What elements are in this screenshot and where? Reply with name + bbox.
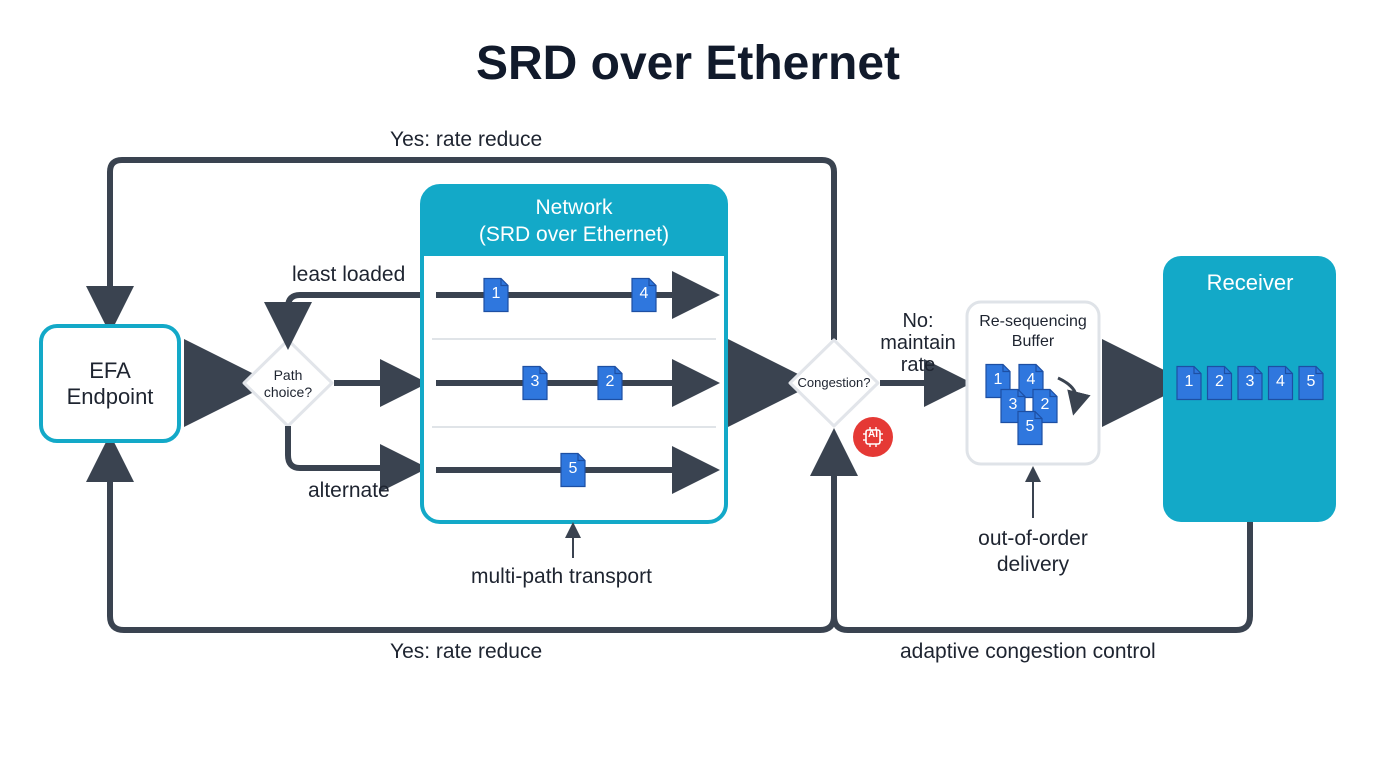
- ooo-line-1: out-of-order: [978, 527, 1088, 550]
- label-adaptive-congestion-control: adaptive congestion control: [900, 640, 1156, 663]
- receiver-packet-1-label: 1: [1184, 372, 1194, 390]
- buffer-packet-5: [1017, 410, 1043, 446]
- receiver-packet-3-fold: [1254, 366, 1262, 375]
- lane-2-packet-2: [597, 365, 623, 401]
- efa-endpoint-box: [39, 324, 181, 443]
- lane-1-packet-2-label: 4: [639, 284, 649, 302]
- buffer-packet-3-label: 3: [1008, 395, 1018, 413]
- receiver-packet-4-fold: [1284, 366, 1293, 375]
- buffer-packet-1-label: 1: [993, 370, 1003, 388]
- receiver-packet-1-fold: [1193, 366, 1201, 375]
- label-multi-path-transport: multi-path transport: [471, 565, 652, 588]
- lane-1-packet-1: [483, 277, 509, 313]
- buffer-title: Re-sequencing Buffer: [967, 312, 1099, 352]
- lane-1-packet-2: [631, 277, 657, 313]
- page-title: SRD over Ethernet: [475, 37, 901, 90]
- lane-1-packet-1-label: 1: [491, 284, 501, 302]
- network-line-1: Network: [535, 196, 613, 219]
- no-line-2: maintain: [880, 332, 956, 354]
- packet-layer: [483, 277, 1324, 488]
- lane-2-packet-1-fold: [539, 366, 547, 375]
- receiver-packet-1: [1176, 365, 1202, 401]
- feedback-loop-top: [86, 157, 837, 340]
- label-yes-rate-reduce-top: Yes: rate reduce: [390, 128, 543, 151]
- no-line-1: No:: [902, 310, 934, 332]
- lane-2-packet-1: [522, 365, 548, 401]
- feedback-loop-bottom: [86, 434, 837, 633]
- efa-line-2: Endpoint: [66, 384, 154, 409]
- ooo-line-2: delivery: [996, 553, 1070, 576]
- lane-2-packet-2-label: 2: [605, 372, 615, 390]
- label-out-of-order-delivery: out-of-order delivery: [960, 526, 1106, 578]
- lane-2-packet-1-label: 3: [530, 372, 540, 390]
- buffer-packet-5-fold: [1034, 411, 1042, 420]
- buffer-packet-3-fold: [1017, 389, 1025, 398]
- ai-chip-glyph: [863, 427, 883, 447]
- lane-2-packet-2-fold: [614, 366, 622, 375]
- receiver-packet-5: [1298, 365, 1324, 401]
- network-line-2: (SRD over Ethernet): [478, 223, 670, 246]
- buffer-packet-2-fold: [1035, 364, 1043, 373]
- label-least-loaded: least loaded: [292, 263, 406, 286]
- lane-3-packet-1: [560, 452, 586, 488]
- efa-endpoint-label: EFA Endpoint: [42, 358, 178, 410]
- label-yes-rate-reduce-bottom: Yes: rate reduce: [390, 640, 543, 663]
- reorder-curve-arrow: [1057, 376, 1091, 416]
- receiver-packet-5-label: 5: [1306, 372, 1316, 390]
- buffer-packet-4-label: 2: [1040, 395, 1050, 413]
- ai-chip-icon: AI: [853, 417, 893, 457]
- lane-3-packet-1-fold: [577, 453, 585, 462]
- receiver-packet-4: [1267, 365, 1294, 401]
- receiver-packet-3: [1237, 365, 1263, 401]
- receiver-packet-2-label: 2: [1215, 372, 1224, 390]
- receiver-packet-3-label: 3: [1245, 372, 1255, 390]
- congestion-diamond: [788, 338, 880, 428]
- buffer-packet-1-fold: [1002, 364, 1010, 373]
- buffer-line-2: Buffer: [1011, 333, 1055, 350]
- alternate-path-arrow: [285, 426, 428, 492]
- lane-1-packet-2-fold: [648, 278, 656, 287]
- path-choice-line-1: Path: [273, 367, 303, 383]
- receiver-packet-2-fold: [1223, 366, 1232, 375]
- lane-1-packet-1-fold: [500, 278, 508, 287]
- network-header: [422, 186, 726, 256]
- no-line-3: rate: [900, 354, 936, 376]
- path-choice-label: Path choice?: [244, 367, 332, 401]
- efa-line-1: EFA: [89, 358, 131, 383]
- label-alternate: alternate: [308, 479, 390, 502]
- label-no-maintain-rate: No: maintain rate: [870, 310, 966, 376]
- receiver-title: Receiver: [1206, 270, 1294, 295]
- buffer-packet-5-label: 5: [1025, 417, 1035, 435]
- receiver-packet-4-label: 4: [1276, 372, 1285, 390]
- ai-badge-text: AI: [868, 429, 878, 440]
- buffer-line-1: Re-sequencing: [979, 313, 1087, 330]
- buffer-packet-2-label: 4: [1026, 370, 1036, 388]
- path-choice-line-2: choice?: [263, 384, 313, 400]
- least-loaded-arrow: [264, 292, 420, 350]
- receiver-packet-5-fold: [1315, 366, 1323, 375]
- network-title: Network (SRD over Ethernet): [422, 194, 726, 248]
- congestion-label: Congestion?: [797, 375, 871, 390]
- receiver-packet-2: [1206, 365, 1233, 401]
- buffer-packet-4-fold: [1049, 389, 1057, 398]
- lane-3-packet-1-label: 5: [568, 459, 578, 477]
